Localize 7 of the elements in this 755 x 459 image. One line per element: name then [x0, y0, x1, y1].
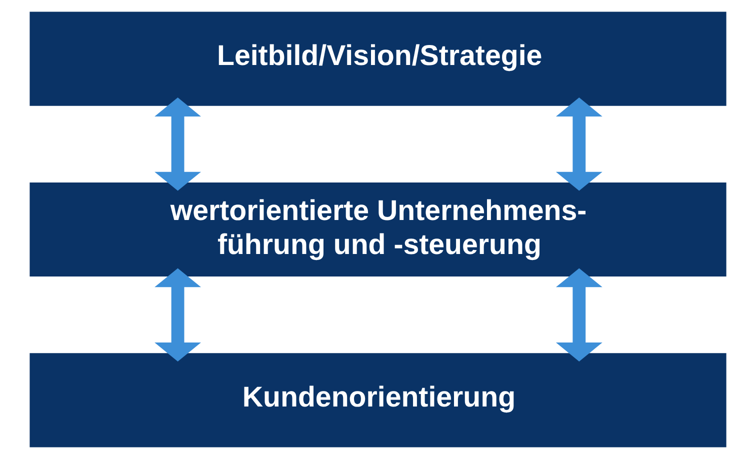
arrow	[555, 98, 602, 191]
node-box: Kundenorientierung	[29, 353, 726, 448]
arrow	[154, 98, 200, 191]
arrow	[154, 268, 200, 362]
node-box: wertorientierte Unternehmens- führung und -steuerung	[29, 182, 726, 277]
arrow	[555, 268, 602, 362]
node-box: Leitbild/Vision/Strategie	[29, 12, 726, 106]
